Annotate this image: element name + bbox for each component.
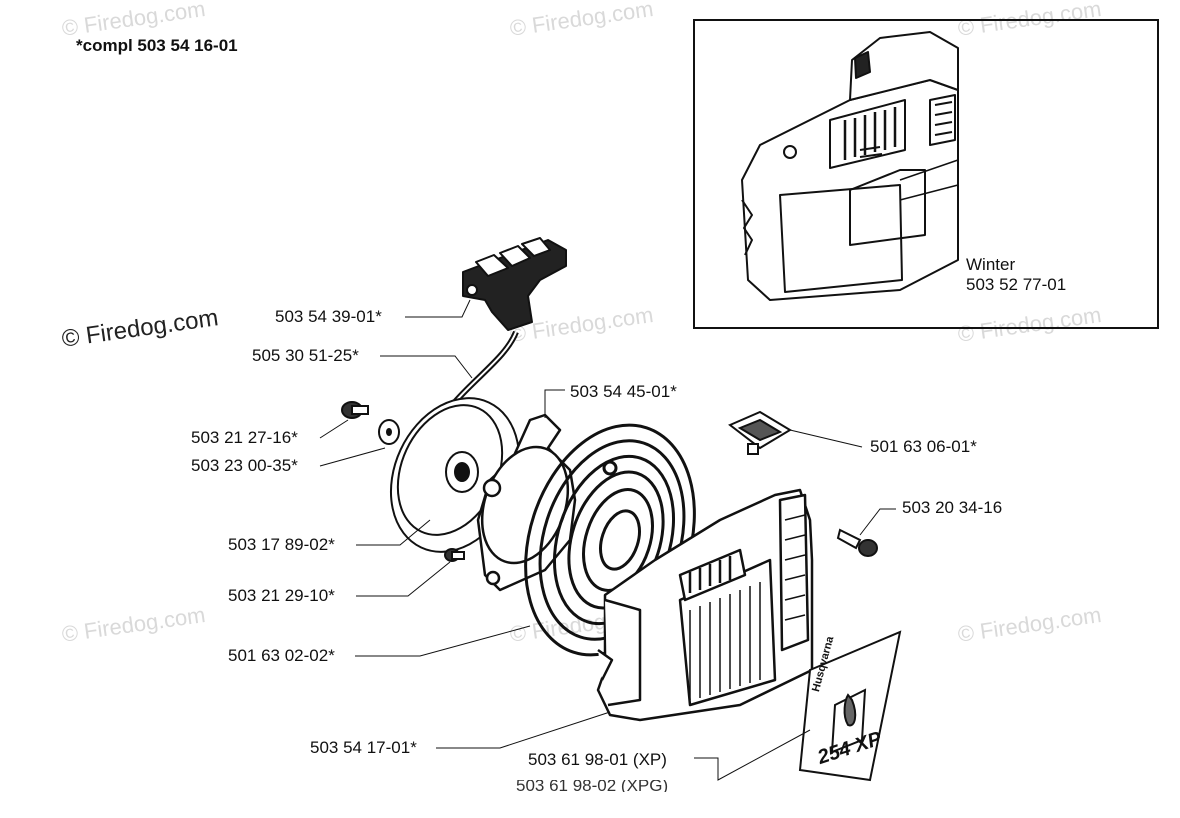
- inset-caption-number: 503 52 77-01: [966, 275, 1067, 294]
- part-label-screw-small: 503 21 29-10*: [228, 586, 335, 605]
- inset-frame: [693, 19, 1159, 329]
- part-label-screw-top: 503 21 27-16*: [191, 428, 298, 447]
- decal-drawing: [798, 630, 902, 782]
- screw-top-drawing: [341, 401, 369, 419]
- starter-handle-drawing: [462, 237, 567, 331]
- part-label-plate: 503 54 45-01*: [570, 382, 677, 401]
- inset-caption-title: Winter: [966, 255, 1016, 274]
- part-label-rope: 505 30 51-25*: [252, 346, 359, 365]
- leader-lines: [319, 299, 896, 781]
- part-label-washer: 503 23 00-35*: [191, 456, 298, 475]
- part-label-handle: 503 54 39-01*: [275, 307, 382, 326]
- screw-right-drawing: [836, 528, 878, 557]
- part-label-decal-cut: 503 61 98-02 (XPG): [516, 780, 669, 792]
- part-label-screw-right: 503 20 34-16: [902, 498, 1003, 517]
- part-label-spring: 501 63 02-02*: [228, 646, 335, 665]
- assembly-title: *compl 503 54 16-01: [76, 36, 238, 55]
- screw-small-drawing: [444, 548, 465, 562]
- part-label-cap: 501 63 06-01*: [870, 437, 977, 456]
- part-label-decal: 503 61 98-01 (XP): [528, 750, 667, 769]
- inset-caption: Winter 503 52 77-01: [966, 255, 1066, 295]
- cap-drawing: [728, 410, 792, 455]
- part-label-housing: 503 54 17-01*: [310, 738, 417, 757]
- housing-drawing: [596, 488, 814, 722]
- part-label-pulley: 503 17 89-02*: [228, 535, 335, 554]
- winter-cover-drawing: [741, 31, 959, 301]
